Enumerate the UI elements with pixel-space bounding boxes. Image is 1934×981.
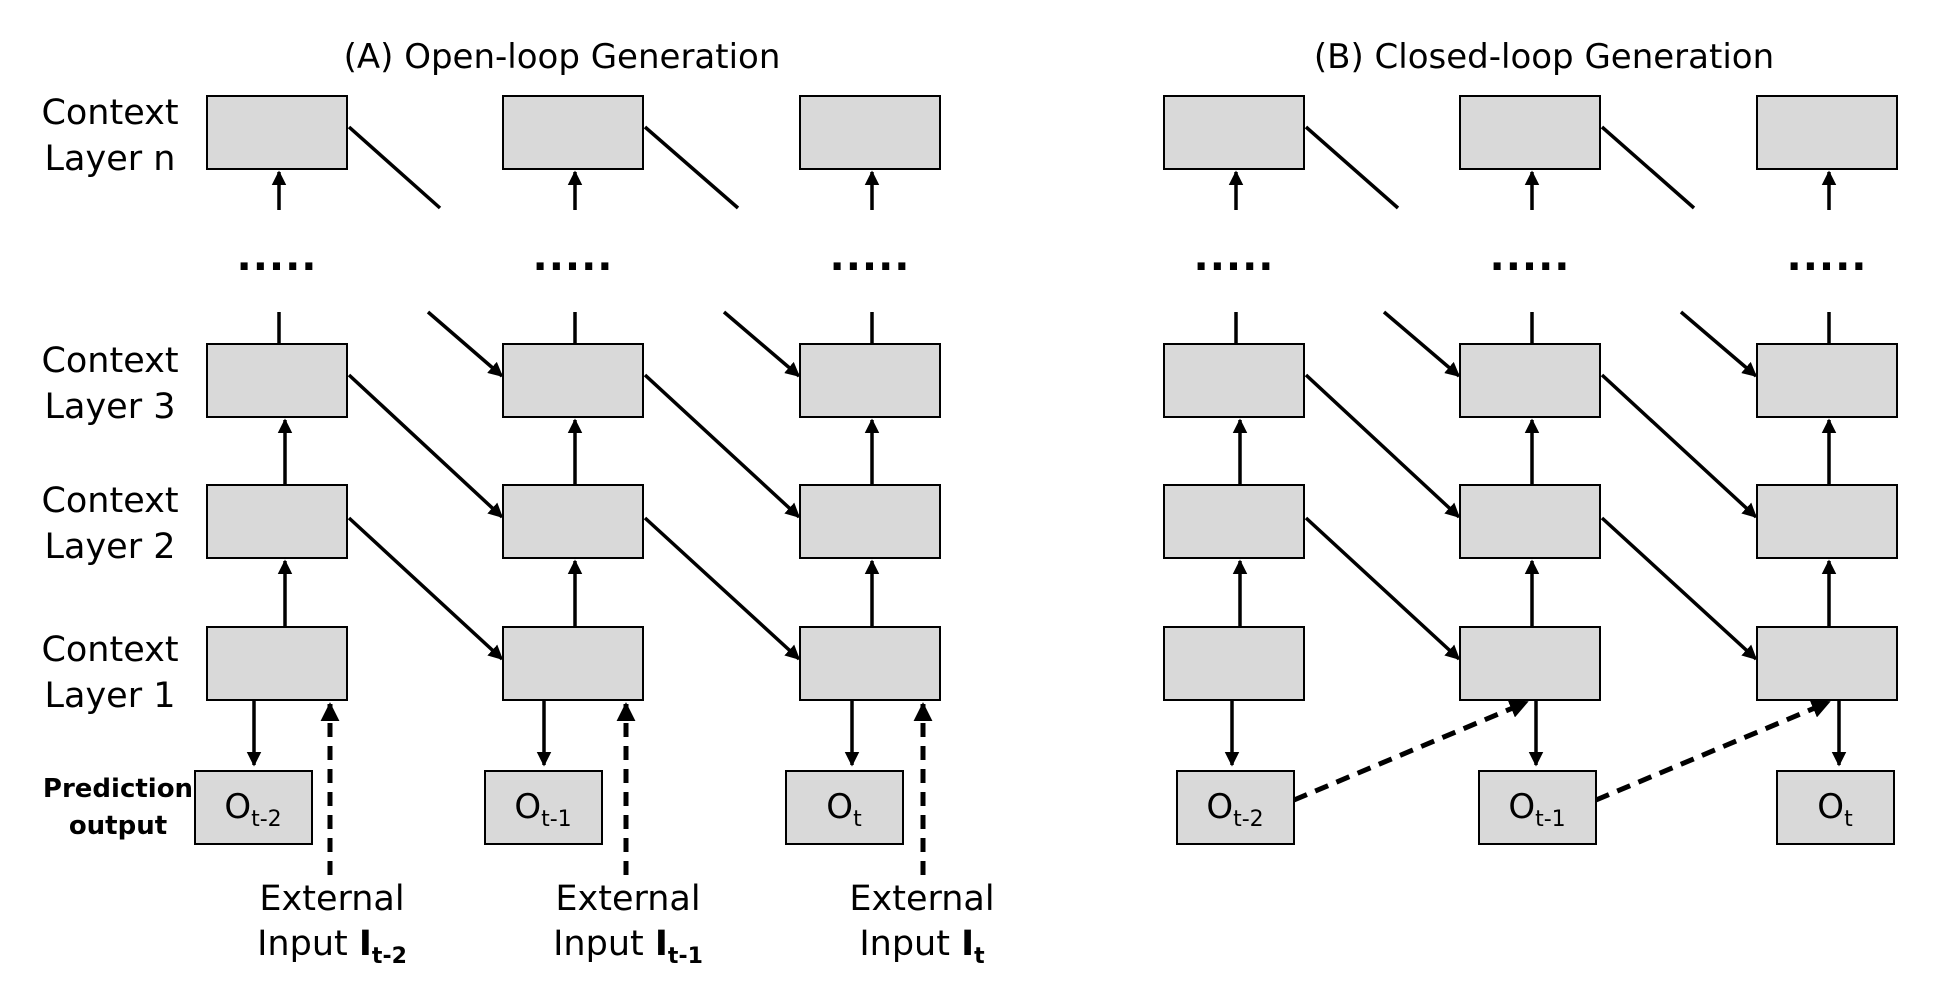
closed-loop-t-layer-n-box <box>1756 95 1898 170</box>
open-loop-t2-diagonal-from-layer-n <box>347 125 442 210</box>
open-loop-t-layer-n-box <box>799 95 941 170</box>
open-loop-t-layer-1-box <box>799 626 941 701</box>
closed-loop-t1-layer-1-box <box>1459 626 1601 701</box>
open-loop-t-layer-2-box <box>799 484 941 559</box>
layer-3-label-line2: Layer 3 <box>45 387 176 427</box>
open-loop-output-t-box <box>785 770 904 845</box>
closed-loop-t2-diagonal-from-layer-n <box>1304 125 1400 210</box>
open-loop-t1-layer-1-box <box>502 626 644 701</box>
external-input-t1-line2: Input It-1 <box>553 924 703 969</box>
closed-loop-t2-ellipsis: ..... <box>1194 234 1275 280</box>
prediction-label-line1: Prediction <box>43 774 193 804</box>
external-input-t2-line2: Input It-2 <box>257 924 407 969</box>
closed-loop-t1-layer-n-box <box>1459 95 1601 170</box>
open-loop-output-t1-label: Ot-1 <box>514 787 571 832</box>
layer-2-label-line1: Context <box>41 481 178 521</box>
layer-n-label-line2: Layer n <box>45 139 176 179</box>
closed-loop-output-t-label: Ot <box>1817 787 1853 832</box>
open-loop-t-ellipsis: ..... <box>830 234 911 280</box>
title-closed-loop: (B) Closed-loop Generation <box>1314 37 1774 77</box>
closed-loop-t-ellipsis: ..... <box>1787 234 1868 280</box>
closed-loop-t1-diagonal-from-layer-n <box>1600 125 1696 210</box>
closed-loop-t-layer-2-box <box>1756 484 1898 559</box>
open-loop-t-layer-3-box <box>799 343 941 418</box>
closed-loop-feedback-t2-to-t1 <box>1293 699 1529 803</box>
closed-loop-t1-layer-2-box <box>1459 484 1601 559</box>
closed-loop-output-t1-box <box>1478 770 1597 845</box>
open-loop-t2-layer-1-box <box>206 626 348 701</box>
closed-loop-t1-diagonal-into-layer-3 <box>1382 310 1461 378</box>
closed-loop-t1-diagonal-l2-to-next-l1 <box>1600 516 1758 661</box>
closed-loop-t1-diagonal-l3-to-next-l2 <box>1600 373 1758 519</box>
closed-loop-t2-diagonal-l2-to-next-l1 <box>1304 516 1461 661</box>
open-loop-t1-ellipsis: ..... <box>533 234 614 280</box>
title-open-loop: (A) Open-loop Generation <box>344 37 781 77</box>
layer-1-label-line1: Context <box>41 630 178 670</box>
open-loop-output-t-label: Ot <box>826 787 862 832</box>
open-loop-t1-diagonal-l2-to-next-l1 <box>643 516 801 661</box>
open-loop-t2-diagonal-l3-to-next-l2 <box>347 373 504 519</box>
layer-3-label-line1: Context <box>41 341 178 381</box>
closed-loop-output-t-box <box>1776 770 1895 845</box>
open-loop-t2-layer-n-box <box>206 95 348 170</box>
open-loop-t1-diagonal-into-layer-3 <box>426 310 504 378</box>
open-loop-t1-diagonal-l3-to-next-l2 <box>643 373 801 519</box>
open-loop-t2-layer-3-box <box>206 343 348 418</box>
external-input-t1-line1: External <box>555 879 700 919</box>
layer-2-label-line2: Layer 2 <box>45 527 176 567</box>
closed-loop-t1-ellipsis: ..... <box>1490 234 1571 280</box>
closed-loop-t2-layer-2-box <box>1163 484 1305 559</box>
closed-loop-t2-layer-1-box <box>1163 626 1305 701</box>
open-loop-t1-layer-n-box <box>502 95 644 170</box>
layer-1-label-line2: Layer 1 <box>45 676 176 716</box>
open-loop-t2-ellipsis: ..... <box>237 234 318 280</box>
open-loop-t1-diagonal-from-layer-n <box>643 125 740 210</box>
open-loop-output-t1-box <box>484 770 603 845</box>
closed-loop-feedback-t1-to-t <box>1595 699 1831 803</box>
open-loop-t2-diagonal-l2-to-next-l1 <box>347 516 504 661</box>
closed-loop-output-t1-label: Ot-1 <box>1508 787 1565 832</box>
closed-loop-t2-layer-n-box <box>1163 95 1305 170</box>
open-loop-t2-layer-2-box <box>206 484 348 559</box>
closed-loop-t-diagonal-into-layer-3 <box>1679 310 1758 378</box>
layer-n-label-line1: Context <box>41 93 178 133</box>
closed-loop-output-t2-box <box>1176 770 1295 845</box>
open-loop-t1-layer-2-box <box>502 484 644 559</box>
closed-loop-t-layer-1-box <box>1756 626 1898 701</box>
external-input-t-line1: External <box>849 879 994 919</box>
open-loop-t1-layer-3-box <box>502 343 644 418</box>
closed-loop-t2-layer-3-box <box>1163 343 1305 418</box>
closed-loop-t1-layer-3-box <box>1459 343 1601 418</box>
external-input-t-line2: Input It <box>859 924 985 969</box>
open-loop-output-t2-label: Ot-2 <box>224 787 281 832</box>
prediction-label-line2: output <box>69 811 167 841</box>
closed-loop-t2-diagonal-l3-to-next-l2 <box>1304 373 1461 519</box>
external-input-t2-line1: External <box>259 879 404 919</box>
closed-loop-output-t2-label: Ot-2 <box>1206 787 1263 832</box>
open-loop-t-diagonal-into-layer-3 <box>722 310 801 378</box>
open-loop-output-t2-box <box>194 770 313 845</box>
closed-loop-t-layer-3-box <box>1756 343 1898 418</box>
